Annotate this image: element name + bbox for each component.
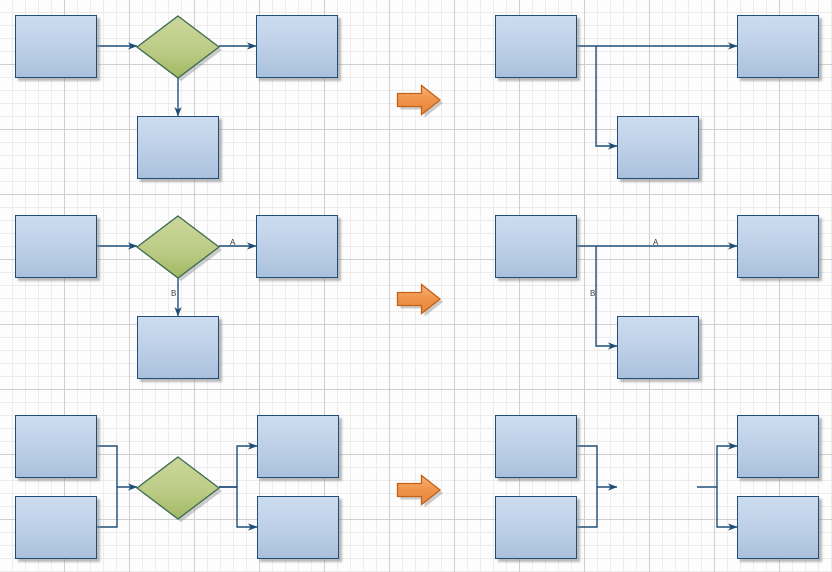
row-2-before-start-box[interactable]	[15, 215, 97, 278]
row-1-before-yes-box[interactable]	[256, 15, 338, 78]
connector-input-top-to-merge-after	[577, 445, 598, 487]
row-2-after-edge-label-b: B	[590, 289, 596, 298]
row-1-after-start-box[interactable]	[495, 15, 577, 78]
row-2-after-branch-a-box[interactable]	[737, 215, 819, 278]
row-3-after-output-top-box[interactable]	[737, 415, 819, 478]
connector-split-to-output-top	[716, 442, 738, 487]
row-3-after-output-bottom-box[interactable]	[737, 496, 819, 559]
connector-start-to-b-after	[595, 246, 618, 350]
row-1-after-no-box[interactable]	[617, 116, 699, 179]
row-3-before-output-bottom-box[interactable]	[257, 496, 339, 559]
row-2-before-branch-a-box[interactable]	[256, 215, 338, 278]
row-2-before-branch-b-box[interactable]	[137, 316, 219, 379]
row-1-before-decision-diamond[interactable]	[135, 14, 223, 82]
connector-split-to-output-bottom	[716, 487, 738, 531]
row-2-before-edge-label-a: A	[230, 238, 236, 247]
row-2-after-edge-label-a: A	[653, 238, 659, 247]
connector-start-to-no-after	[595, 46, 618, 150]
connector-decision-to-output-bottom	[219, 486, 258, 531]
transform-arrow-row-1-icon	[394, 80, 450, 118]
row-1-before-no-box[interactable]	[137, 116, 219, 179]
row-3-after-input-bottom-box[interactable]	[495, 496, 577, 559]
row-3-after-input-top-box[interactable]	[495, 415, 577, 478]
row-3-before-decision-diamond[interactable]	[135, 455, 223, 523]
row-1-before-start-box[interactable]	[15, 15, 97, 78]
connector-decision-to-output-top	[219, 442, 258, 488]
row-3-before-output-top-box[interactable]	[257, 415, 339, 478]
transform-arrow-row-2-icon	[394, 279, 450, 317]
row-3-before-input-bottom-box[interactable]	[15, 496, 97, 559]
transform-arrow-row-3-icon	[394, 470, 450, 508]
row-2-before-edge-label-b: B	[171, 289, 177, 298]
connector-input-bottom-to-merge-after	[577, 487, 598, 528]
row-3-before-input-top-box[interactable]	[15, 415, 97, 478]
row-2-after-start-box[interactable]	[495, 215, 577, 278]
row-1-after-yes-box[interactable]	[737, 15, 819, 78]
connector-input-bottom-to-merge	[97, 487, 118, 528]
row-2-after-branch-b-box[interactable]	[617, 316, 699, 379]
connector-input-top-to-merge	[97, 445, 118, 487]
row-2-before-decision-diamond[interactable]	[135, 214, 223, 282]
